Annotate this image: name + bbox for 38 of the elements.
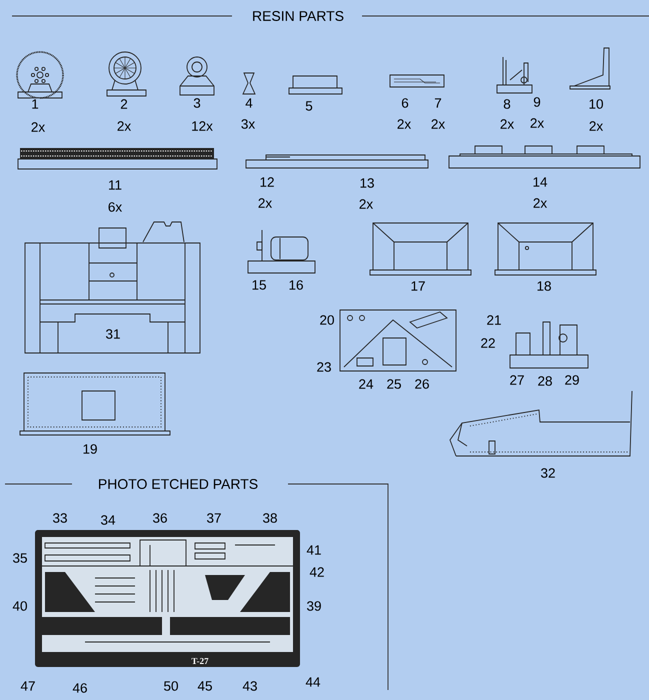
part-number: 50: [162, 680, 180, 692]
part-number: 16: [288, 279, 304, 291]
part-number: 43: [242, 680, 258, 692]
part-number: 1: [30, 98, 40, 110]
part-number: 38: [262, 512, 278, 524]
part-number: 19: [82, 443, 98, 455]
part-number: 25: [386, 378, 402, 390]
part-number: 13: [358, 177, 376, 189]
part-number: 8: [502, 98, 512, 110]
part-number: 28: [536, 375, 554, 387]
part-number: 3: [192, 97, 202, 109]
quantity-label: 12x: [190, 120, 214, 132]
part-number: 20: [318, 314, 336, 326]
part-number: 39: [306, 600, 322, 612]
section-heading: RESIN PARTS: [250, 10, 346, 22]
part-number: 5: [304, 100, 314, 112]
part-number: 7: [433, 97, 443, 109]
part-number: 33: [52, 512, 68, 524]
part-number: 46: [72, 682, 88, 694]
part-number: 4: [244, 97, 254, 109]
part-number: 35: [12, 552, 28, 564]
part-number: 40: [12, 600, 28, 612]
part-number: 18: [536, 280, 552, 292]
part-number: 32: [540, 467, 557, 479]
quantity-label: 6x: [106, 201, 124, 213]
part-number: 37: [206, 512, 222, 524]
part-number: 6: [400, 97, 410, 109]
fret-marking: T-27: [192, 658, 208, 664]
part-number: 26: [414, 378, 430, 390]
section-heading: PHOTO ETCHED PARTS: [96, 478, 260, 490]
part-number: 34: [100, 514, 116, 526]
quantity-label: 3x: [240, 118, 256, 130]
part-number: 36: [152, 512, 168, 524]
part-number: 29: [564, 374, 580, 386]
part-number: 2: [119, 98, 129, 110]
part-number: 23: [316, 361, 332, 373]
part-number: 10: [588, 98, 604, 110]
part-number: 31: [104, 328, 122, 340]
